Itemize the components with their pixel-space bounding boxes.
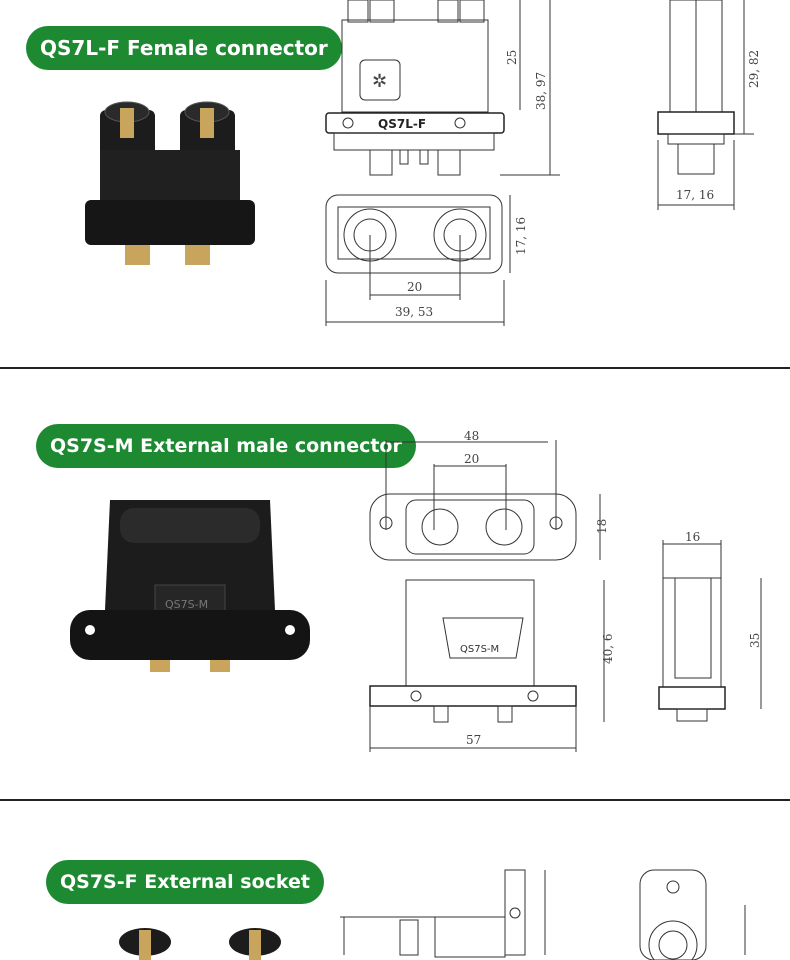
svg-text:✲: ✲ [372, 71, 387, 92]
section-divider [0, 799, 790, 801]
svg-text:48: 48 [464, 429, 479, 443]
svg-text:40, 6: 40, 6 [601, 633, 615, 664]
section-title-qs7s-m: QS7S-M External male connector [36, 424, 416, 468]
svg-text:29, 82: 29, 82 [747, 50, 761, 88]
svg-text:57: 57 [466, 733, 481, 747]
svg-text:38, 97: 38, 97 [534, 72, 548, 110]
qs7l-f-side-drawing: 29, 82 17, 16 [657, 0, 761, 210]
svg-text:18: 18 [595, 519, 609, 534]
qs7s-m-front-drawing: 48 20 18 QS7S-M 40, 6 57 [369, 429, 615, 752]
svg-text:20: 20 [464, 452, 479, 466]
svg-text:17, 16: 17, 16 [514, 217, 528, 255]
qs7s-f-drawing [340, 869, 746, 960]
svg-text:QS7L-F: QS7L-F [378, 117, 426, 131]
svg-text:25: 25 [505, 50, 519, 65]
qs7s-m-product-photo: QS7S-M [70, 500, 310, 672]
qs7s-m-side-drawing: 16 35 [658, 530, 762, 722]
svg-text:16: 16 [685, 530, 700, 544]
svg-text:35: 35 [748, 633, 762, 648]
svg-text:17, 16: 17, 16 [676, 188, 714, 202]
qs7l-f-product-photo [85, 101, 255, 265]
svg-text:39, 53: 39, 53 [395, 305, 433, 319]
qs7l-f-front-drawing: ✲ QS7L-F 25 38, 97 17, 16 20 39, 53 [325, 0, 560, 326]
svg-text:20: 20 [407, 280, 422, 294]
qs7s-f-product-photo [119, 928, 281, 960]
section-title-qs7l-f: QS7L-F Female connector [26, 26, 342, 70]
section-divider [0, 367, 790, 369]
section-title-qs7s-f: QS7S-F External socket [46, 860, 324, 904]
svg-text:QS7S-M: QS7S-M [460, 644, 499, 655]
svg-text:QS7S-M: QS7S-M [165, 598, 208, 611]
